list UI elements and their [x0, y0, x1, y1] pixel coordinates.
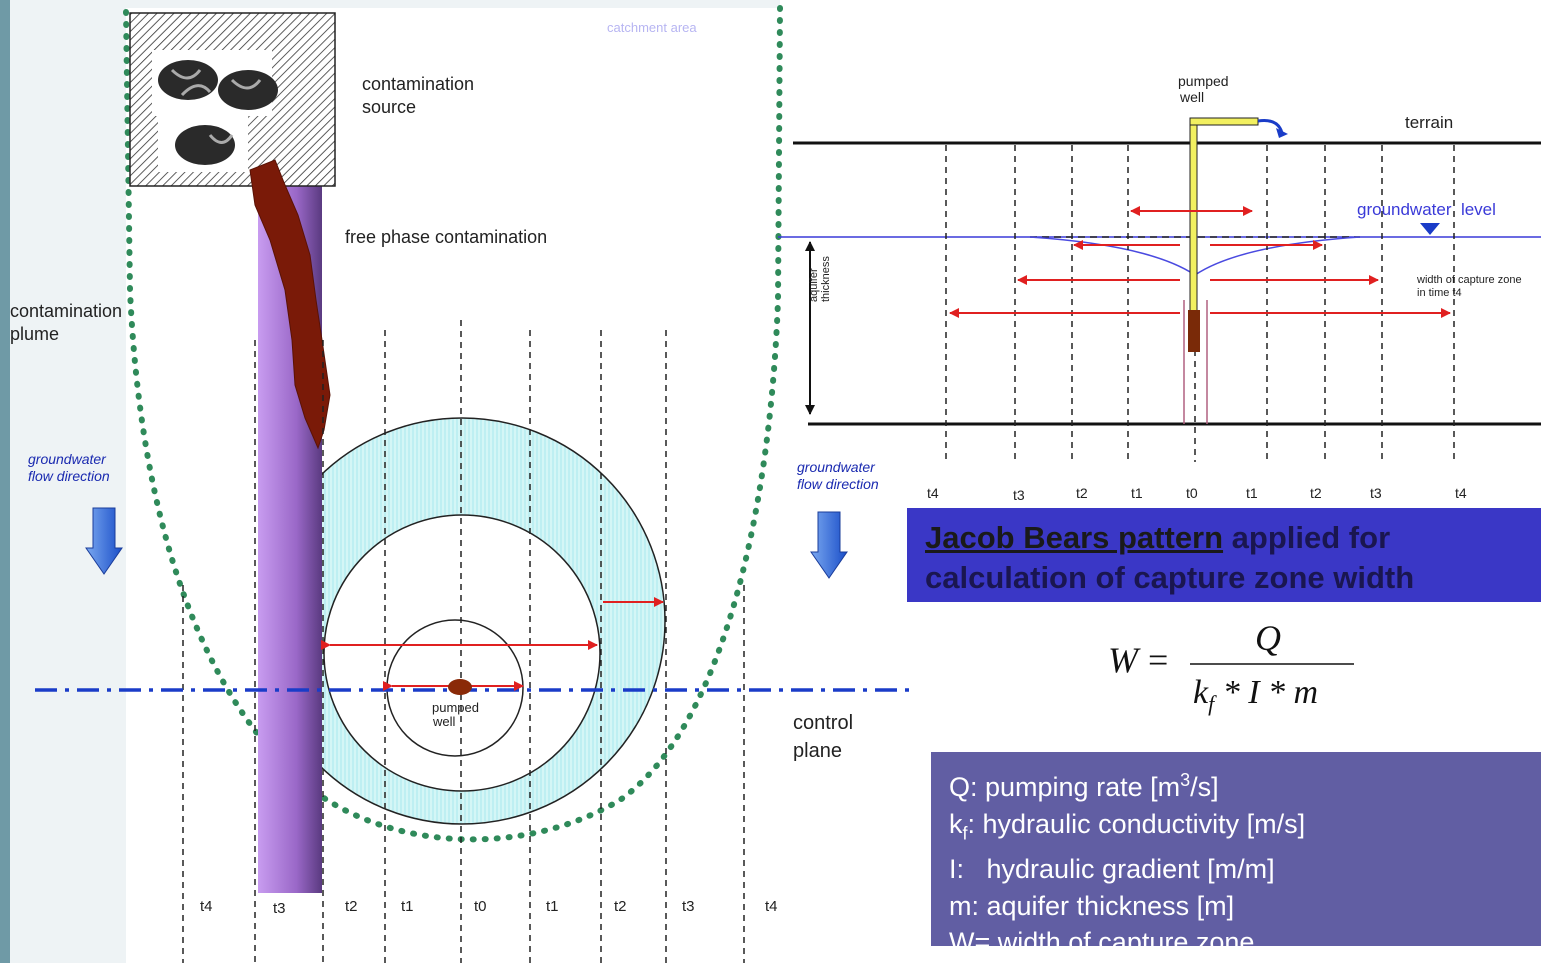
section-flow-label-2: flow direction	[797, 476, 879, 492]
section-well-label-1: pumped	[1178, 73, 1229, 89]
free-phase-contamination	[249, 159, 331, 450]
groundwater-level-marker	[1420, 223, 1440, 235]
plume-label-2: plume	[10, 324, 60, 344]
catchment-area-label: catchment area	[607, 20, 697, 35]
capture-width-label-2: in time t4	[1417, 287, 1462, 299]
pumped-well-section	[1183, 117, 1288, 424]
legend-q: Q: pumping rate [m3/s]	[949, 770, 1219, 802]
barrel-icon	[152, 50, 278, 172]
method-title-underlined: Jacob Bears pattern	[925, 520, 1224, 555]
plume-label-1: contamination	[10, 301, 123, 321]
pumped-well-label-1: pumped	[432, 700, 479, 715]
method-title-panel: Jacob Bears pattern applied for calculat…	[907, 508, 1541, 602]
formula-lhs: W	[1108, 640, 1141, 680]
legend-w: W= width of capture zone	[949, 927, 1255, 958]
section-time-label: t1	[1246, 485, 1258, 501]
plan-time-label: t3	[682, 898, 695, 915]
flow-label-1: groundwater	[28, 451, 106, 467]
plan-time-label: t1	[401, 898, 414, 915]
legend-i: I: hydraulic gradient [m/m]	[949, 854, 1275, 885]
section-time-label: t4	[927, 485, 939, 501]
control-plane-label-1: control	[793, 712, 854, 734]
terrain-label: terrain	[1405, 113, 1454, 132]
capture-width-label-1: width of capture zone	[1417, 274, 1522, 286]
variable-legend: Q: pumping rate [m3/s] kf: hydraulic con…	[931, 752, 1541, 957]
section-time-label: t2	[1310, 485, 1322, 501]
section-time-label: t4	[1455, 485, 1467, 501]
formula-denominator: kf * I * m	[1193, 674, 1318, 716]
background-strip	[0, 0, 10, 963]
svg-text:=: =	[1148, 640, 1168, 680]
section-time-label: t1	[1131, 485, 1143, 501]
section-time-label: t0	[1186, 485, 1198, 501]
plan-time-label: t4	[200, 898, 213, 915]
section-well-label-2: well	[1180, 89, 1205, 105]
groundwater-level-label: groundwater level	[1357, 200, 1496, 219]
control-plane-label-2: plane	[793, 740, 842, 762]
formula-numerator: Q	[1255, 618, 1281, 658]
pumped-well-label-2: well	[433, 714, 456, 729]
plan-time-label: t4	[765, 898, 778, 915]
section-flow-label-1: groundwater	[797, 459, 875, 475]
section-time-label: t3	[1370, 485, 1382, 501]
section-time-label: t3	[1013, 487, 1025, 503]
flow-label-2: flow direction	[28, 468, 110, 484]
plan-time-label: t1	[546, 898, 559, 915]
plan-time-label: t0	[474, 898, 487, 915]
plan-time-label: t2	[614, 898, 627, 915]
legend-m: m: aquifer thickness [m]	[949, 890, 1235, 921]
section-time-lines	[945, 145, 1455, 462]
source-label-2: source	[362, 97, 417, 117]
flow-direction-arrow-left	[85, 507, 123, 575]
source-label-1: contamination	[362, 74, 475, 94]
formula-box	[1102, 614, 1364, 722]
method-title-rest: applied for calculation of capture zone …	[925, 520, 1415, 595]
plan-time-label: t2	[345, 898, 358, 915]
aquifer-thickness-label: aquifer thickness	[808, 256, 832, 302]
section-time-label: t2	[1076, 485, 1088, 501]
free-phase-label: free phase contamination	[345, 227, 548, 247]
flow-direction-arrow-right	[810, 511, 848, 579]
legend-k: kf: hydraulic conductivity [m/s]	[949, 808, 1306, 843]
pumped-well-plan	[448, 679, 472, 695]
plan-time-label: t3	[273, 900, 286, 917]
